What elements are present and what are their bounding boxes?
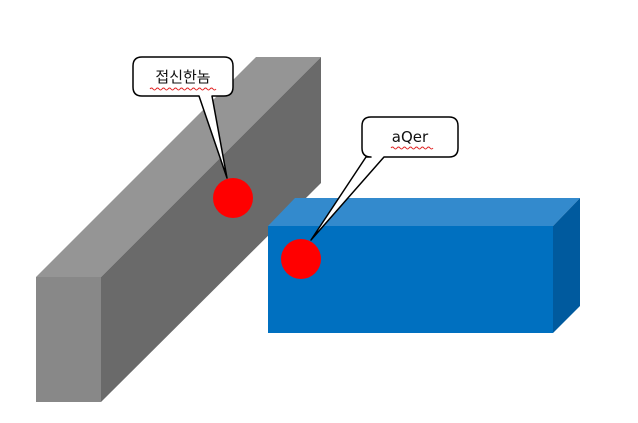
spellcheck-underline-right bbox=[390, 146, 434, 150]
spellcheck-underline-top bbox=[149, 87, 217, 91]
blue-box-front-face bbox=[268, 226, 553, 333]
callout-right-label: aQer bbox=[392, 128, 429, 146]
callout-top-shape bbox=[132, 56, 234, 179]
blue-box-top-face bbox=[268, 198, 580, 226]
gray-bar-front-face bbox=[36, 277, 101, 402]
blue-box bbox=[268, 198, 580, 333]
gray-bar bbox=[36, 57, 321, 402]
contact-point-gray bbox=[213, 178, 253, 218]
gray-bar-side-face bbox=[101, 57, 321, 402]
callout-right: aQer bbox=[310, 116, 459, 241]
callout-top: 접신한놈 bbox=[132, 56, 234, 179]
blue-box-side-face bbox=[553, 198, 580, 333]
gray-bar-top-face bbox=[36, 57, 321, 277]
contact-point-blue bbox=[281, 239, 321, 279]
callout-top-label: 접신한놈 bbox=[155, 68, 210, 86]
